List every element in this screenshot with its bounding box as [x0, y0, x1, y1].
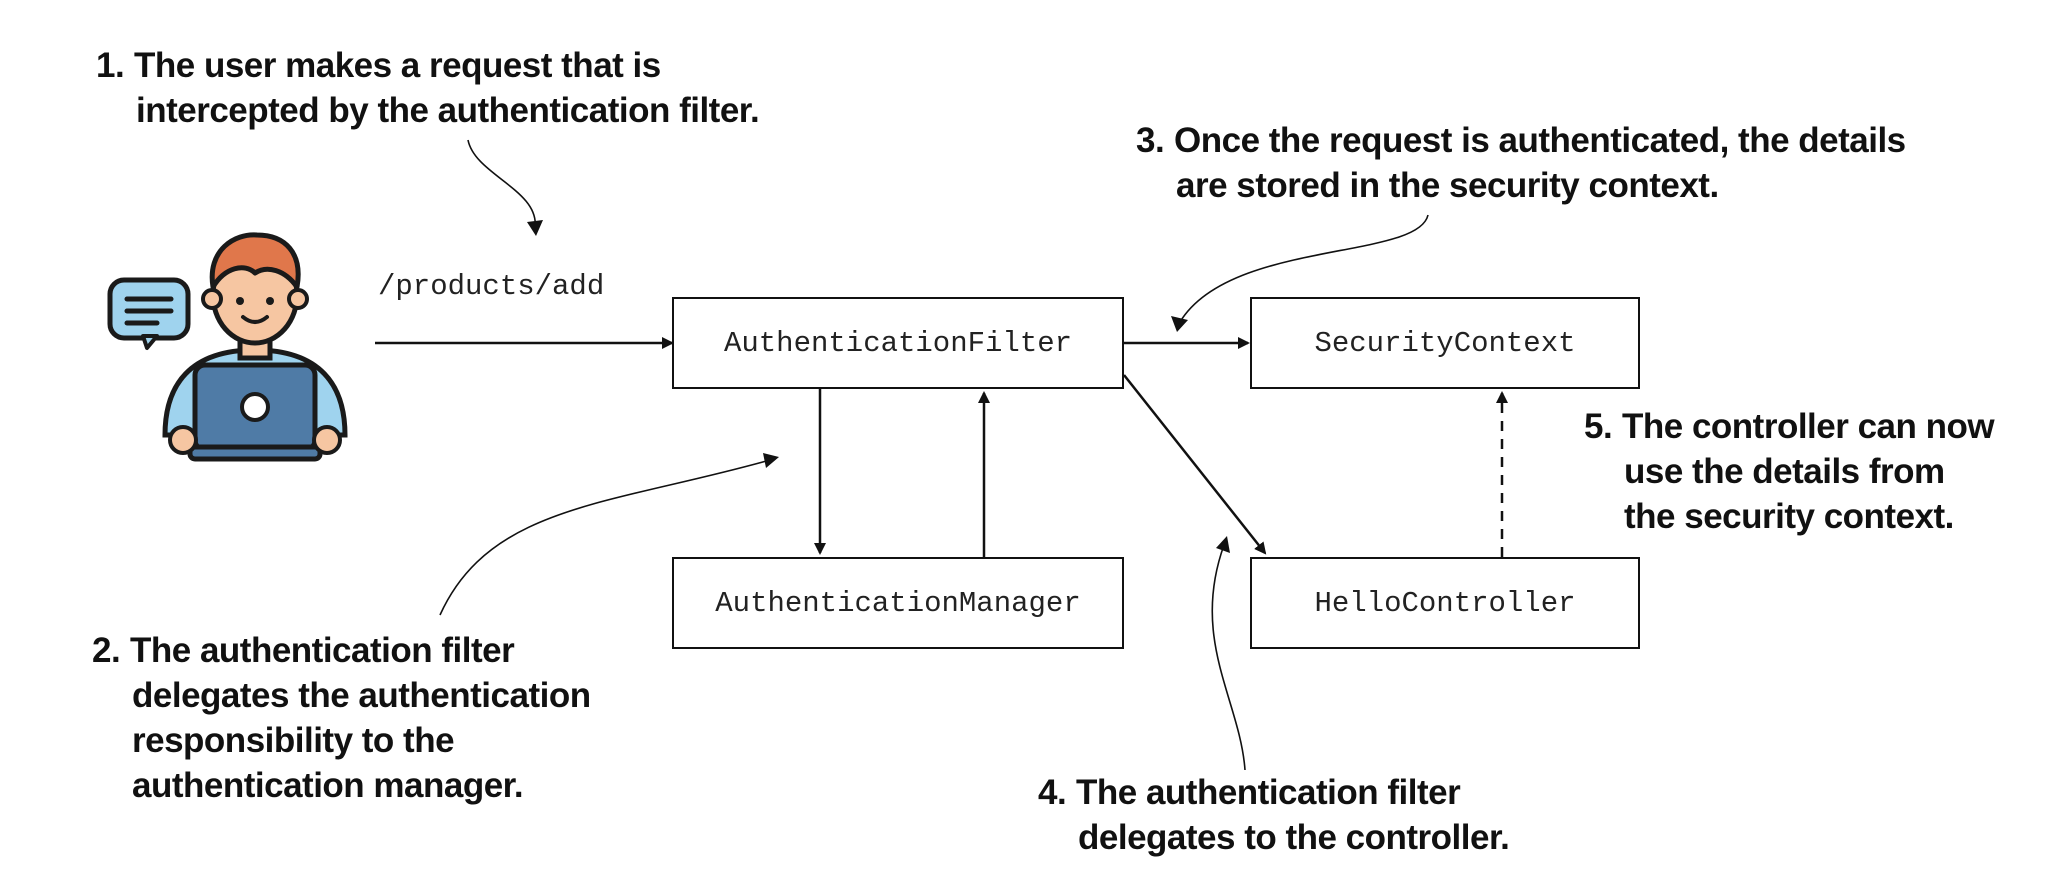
note-5-line-2: use the details from	[1624, 452, 1945, 491]
note-1-pointer-head	[527, 220, 543, 236]
note-2: 2.The authentication filter delegates th…	[92, 628, 591, 808]
hello-controller-label: HelloController	[1314, 586, 1576, 620]
note-2-line-1: The authentication filter	[130, 631, 515, 670]
security-context-box: SecurityContext	[1250, 297, 1640, 389]
note-3-number: 3.	[1136, 121, 1165, 160]
note-3-pointer	[1179, 214, 1429, 323]
note-4: 4.The authentication filter delegates to…	[1038, 770, 1510, 860]
note-1-pointer	[467, 139, 536, 229]
hello-controller-box: HelloController	[1250, 557, 1640, 649]
delegate-to-controller-arrow	[1123, 374, 1267, 555]
authentication-manager-box: AuthenticationManager	[672, 557, 1124, 649]
note-2-line-2: delegates the authentication	[132, 676, 591, 715]
authentication-filter-label: AuthenticationFilter	[723, 326, 1073, 360]
note-5-line-1: The controller can now	[1622, 407, 1995, 446]
note-5: 5.The controller can now use the details…	[1584, 404, 1995, 539]
note-2-line-4: authentication manager.	[132, 766, 524, 805]
note-3: 3.Once the request is authenticated, the…	[1136, 118, 1906, 208]
authentication-filter-box: AuthenticationFilter	[672, 297, 1124, 389]
note-5-line-3: the security context.	[1624, 497, 1954, 536]
note-1: 1.The user makes a request that is inter…	[96, 43, 760, 133]
note-3-pointer-head	[1171, 316, 1188, 332]
note-5-number: 5.	[1584, 407, 1613, 446]
note-2-line-3: responsibility to the	[132, 721, 455, 760]
request-path-label: /products/add	[378, 270, 605, 303]
note-4-line-2: delegates to the controller.	[1078, 818, 1510, 857]
security-context-label: SecurityContext	[1314, 326, 1576, 360]
note-2-pointer	[439, 459, 771, 616]
note-1-line-2: intercepted by the authentication filter…	[136, 91, 760, 130]
note-4-pointer	[1211, 544, 1246, 771]
note-3-line-2: are stored in the security context.	[1176, 166, 1719, 205]
note-1-line-1: The user makes a request that is	[134, 46, 661, 85]
authentication-manager-label: AuthenticationManager	[715, 586, 1081, 620]
user-with-laptop-icon	[107, 232, 348, 462]
note-1-number: 1.	[96, 46, 125, 85]
note-4-pointer-head	[1216, 536, 1230, 553]
note-4-number: 4.	[1038, 773, 1067, 812]
note-2-pointer-head	[763, 453, 779, 468]
note-4-line-1: The authentication filter	[1076, 773, 1461, 812]
note-2-number: 2.	[92, 631, 121, 670]
note-3-line-1: Once the request is authenticated, the d…	[1174, 121, 1906, 160]
chat-bubble-icon	[107, 277, 191, 350]
